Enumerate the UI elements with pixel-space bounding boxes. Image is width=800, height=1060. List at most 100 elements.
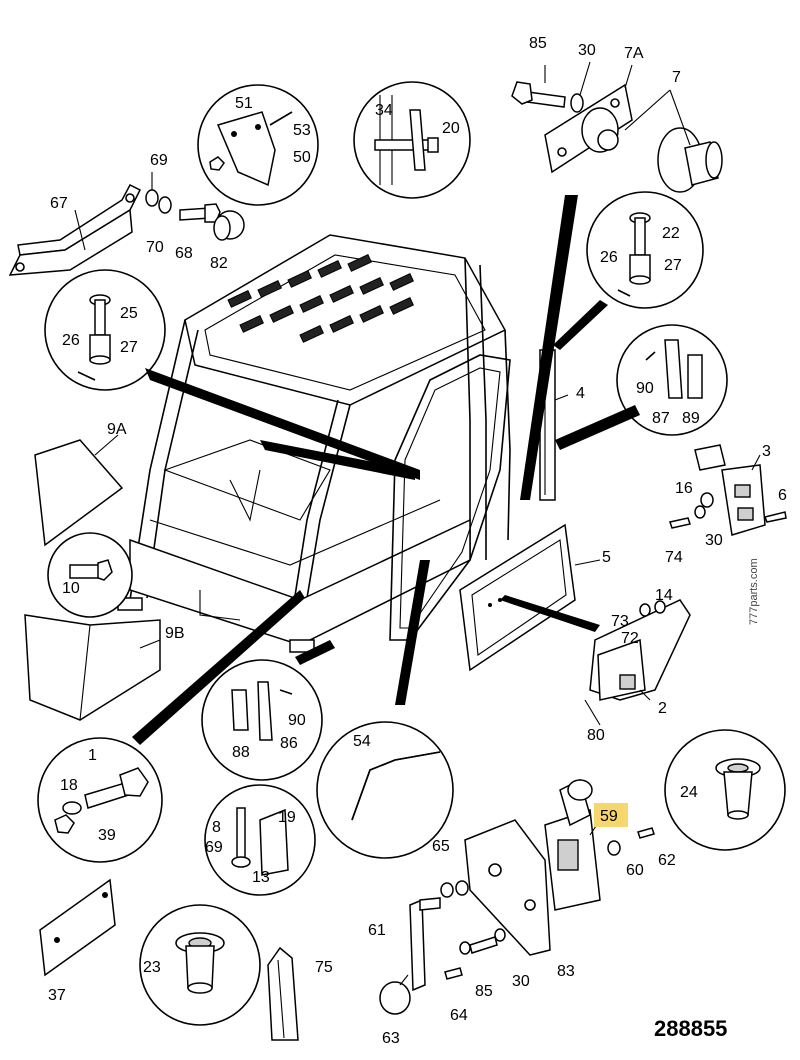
callout-5: 5	[602, 549, 611, 566]
callout-69-bottom: 69	[205, 839, 223, 856]
callout-20: 20	[442, 120, 460, 137]
callout-89: 89	[682, 410, 700, 427]
callout-16: 16	[675, 480, 693, 497]
detail-bubble-24	[664, 729, 786, 851]
callout-39: 39	[98, 827, 116, 844]
detail-bubble-10	[47, 532, 133, 618]
callout-6: 6	[778, 487, 787, 504]
detail-bubble-1	[37, 737, 163, 863]
detail-bubble-51	[197, 84, 319, 206]
callout-82: 82	[210, 255, 228, 272]
callout-25: 25	[120, 305, 138, 322]
callout-37: 37	[48, 987, 66, 1004]
detail-bubble-22	[586, 191, 704, 309]
cover-9B	[24, 614, 161, 721]
detail-bubble-8	[204, 784, 316, 896]
callout-73: 73	[611, 613, 629, 630]
plate-83	[464, 819, 551, 956]
callout-14: 14	[655, 587, 673, 604]
callout-54: 54	[353, 733, 371, 750]
callout-86: 86	[280, 735, 298, 752]
callout-70: 70	[146, 239, 164, 256]
cap-82	[213, 210, 245, 241]
callout-65: 65	[432, 838, 450, 855]
knob-63	[379, 981, 411, 1015]
callout-61: 61	[368, 922, 386, 939]
handle-2	[589, 599, 691, 701]
detail-bubble-25	[44, 269, 166, 391]
watermark: 777parts.com	[748, 558, 760, 625]
drawing-number: 288855	[654, 1016, 727, 1041]
callout-59: 59	[600, 808, 618, 825]
callout-1: 1	[88, 747, 97, 764]
latch-3	[694, 444, 766, 536]
callout-85-bottom: 85	[475, 983, 493, 1000]
callout-90-bottom: 90	[288, 712, 306, 729]
callout-9B: 9B	[165, 625, 185, 642]
callout-51: 51	[235, 95, 253, 112]
callout-90-right: 90	[636, 380, 654, 397]
callout-26-right: 26	[600, 249, 618, 266]
callout-87: 87	[652, 410, 670, 427]
callout-9A: 9A	[107, 421, 127, 438]
callout-69-top: 69	[150, 152, 168, 169]
callout-80: 80	[587, 727, 605, 744]
callout-27-right: 27	[664, 257, 682, 274]
detail-bubble-34	[353, 81, 471, 199]
callout-83: 83	[557, 963, 575, 980]
callout-23: 23	[143, 959, 161, 976]
callout-88: 88	[232, 744, 250, 761]
detail-bubble-88	[201, 659, 323, 781]
leader-bands	[132, 195, 640, 745]
hinge-7	[657, 127, 723, 193]
callout-7A: 7A	[624, 45, 644, 62]
callout-19: 19	[278, 809, 296, 826]
callout-26-left: 26	[62, 332, 80, 349]
callout-30-bottom: 30	[512, 973, 530, 990]
callout-labels: 85 30 7A 7 51 53 50 34 20 69 67 70 68 82…	[48, 35, 787, 1047]
callout-59-highlight	[594, 803, 628, 827]
bolt-68	[179, 203, 221, 223]
detail-bubble-23	[139, 904, 261, 1026]
callout-63: 63	[382, 1030, 400, 1047]
cover-9A	[34, 439, 124, 547]
lever-61	[409, 897, 441, 992]
screws-16-30-74-6	[669, 492, 787, 529]
callout-72: 72	[621, 630, 639, 647]
leader-lines	[74, 61, 761, 986]
plate-37	[39, 878, 116, 977]
callout-62: 62	[658, 852, 676, 869]
callout-64: 64	[450, 1007, 468, 1024]
callout-68: 68	[175, 245, 193, 262]
callout-74: 74	[665, 549, 683, 566]
lock-assembly-59	[544, 778, 655, 911]
callout-18: 18	[60, 777, 78, 794]
callout-60: 60	[626, 862, 644, 879]
callout-3: 3	[762, 443, 771, 460]
callout-30-top: 30	[578, 42, 596, 59]
callout-7: 7	[672, 69, 681, 86]
callout-24: 24	[680, 784, 698, 801]
bracket-67	[8, 184, 142, 276]
bolts-85-30-64	[440, 880, 506, 980]
callout-4: 4	[576, 385, 585, 402]
callout-27-left: 27	[120, 339, 138, 356]
callout-8: 8	[212, 819, 221, 836]
callout-34: 34	[375, 102, 393, 119]
callout-22: 22	[662, 225, 680, 242]
callout-85-top: 85	[529, 35, 547, 52]
window-panel-5	[459, 523, 576, 672]
callout-67: 67	[50, 195, 68, 212]
seal-75	[267, 946, 299, 1041]
hinge-plate-7A	[544, 83, 633, 174]
callout-10: 10	[62, 580, 80, 597]
callout-30-latch: 30	[705, 532, 723, 549]
washers-69-70	[145, 189, 172, 214]
detail-bubble-90	[616, 324, 728, 436]
callout-75: 75	[315, 959, 333, 976]
callout-53: 53	[293, 122, 311, 139]
callout-50: 50	[293, 149, 311, 166]
callout-13: 13	[252, 869, 270, 886]
detail-bubble-54	[316, 721, 454, 859]
